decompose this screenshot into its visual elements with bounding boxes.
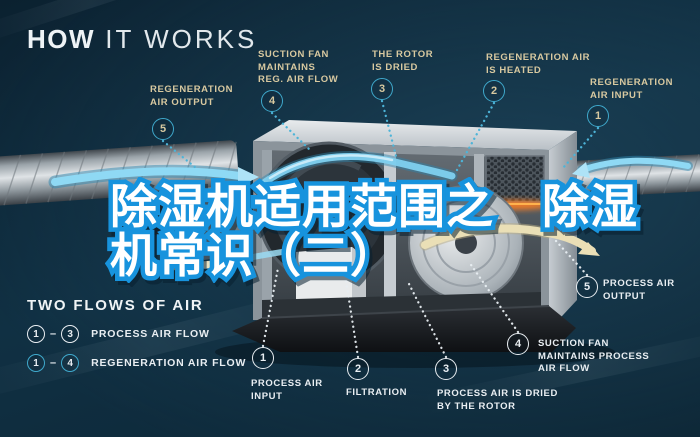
callout-label-regen-output: REGENERATION AIR OUTPUT [150,84,234,108]
legend-row-regeneration: 1 – 4 REGENERATION AIR FLOW [27,354,246,372]
callout-label-process-suction: SUCTION FAN MAINTAINS PROCESS AIR FLOW [538,338,650,375]
title-light: IT WORKS [95,24,258,54]
legend-label-regeneration: REGENERATION AIR FLOW [91,357,247,369]
callout-label-regen-input: REGENERATION AIR INPUT [590,77,674,101]
callout-number-process-input: 1 [252,347,274,369]
callout-number-regen-input: 1 [587,105,609,127]
legend-row-process: 1 – 3 PROCESS AIR FLOW [27,325,246,343]
callout-number-regen-suction: 4 [261,90,283,112]
callout-label-rotor-dried: THE ROTOR IS DRIED [372,49,434,73]
callout-label-process-output: PROCESS AIR OUTPUT [603,278,675,302]
callout-label-process-dried: PROCESS AIR IS DRIED BY THE ROTOR [437,388,558,412]
callout-number-regen-heated: 2 [483,80,505,102]
air-flow-arrows [48,151,693,275]
legend-circle-start: 1 [27,325,45,343]
callout-label-process-input: PROCESS AIR INPUT [251,378,323,402]
callout-number-process-dried: 3 [435,358,457,380]
cabinet [232,120,577,352]
callout-label-regen-heated: REGENERATION AIR IS HEATED [486,52,591,76]
callout-number-process-output: 5 [576,276,598,298]
legend-label-process: PROCESS AIR FLOW [91,328,210,340]
title-bold: HOW [27,24,96,54]
leader-lines [161,99,600,359]
page-title: HOW IT WORKS [27,24,257,55]
callout-number-rotor-dried: 3 [371,78,393,100]
legend-separator: – [50,357,57,369]
callout-number-filtration: 2 [347,358,369,380]
legend-circle-start: 1 [27,354,45,372]
callout-label-filtration: FILTRATION [346,387,408,398]
legend-separator: – [50,328,57,340]
legend-circle-end: 4 [61,354,80,372]
legend-title: TWO FLOWS OF AIR [27,297,204,314]
legend: TWO FLOWS OF AIR 1 – 3 PROCESS AIR FLOW … [27,297,246,372]
callout-label-regen-suction: SUCTION FAN MAINTAINS REG. AIR FLOW [258,49,339,86]
callout-number-process-suction: 4 [507,333,529,355]
callout-number-regen-output: 5 [152,118,174,140]
legend-circle-end: 3 [61,325,80,343]
